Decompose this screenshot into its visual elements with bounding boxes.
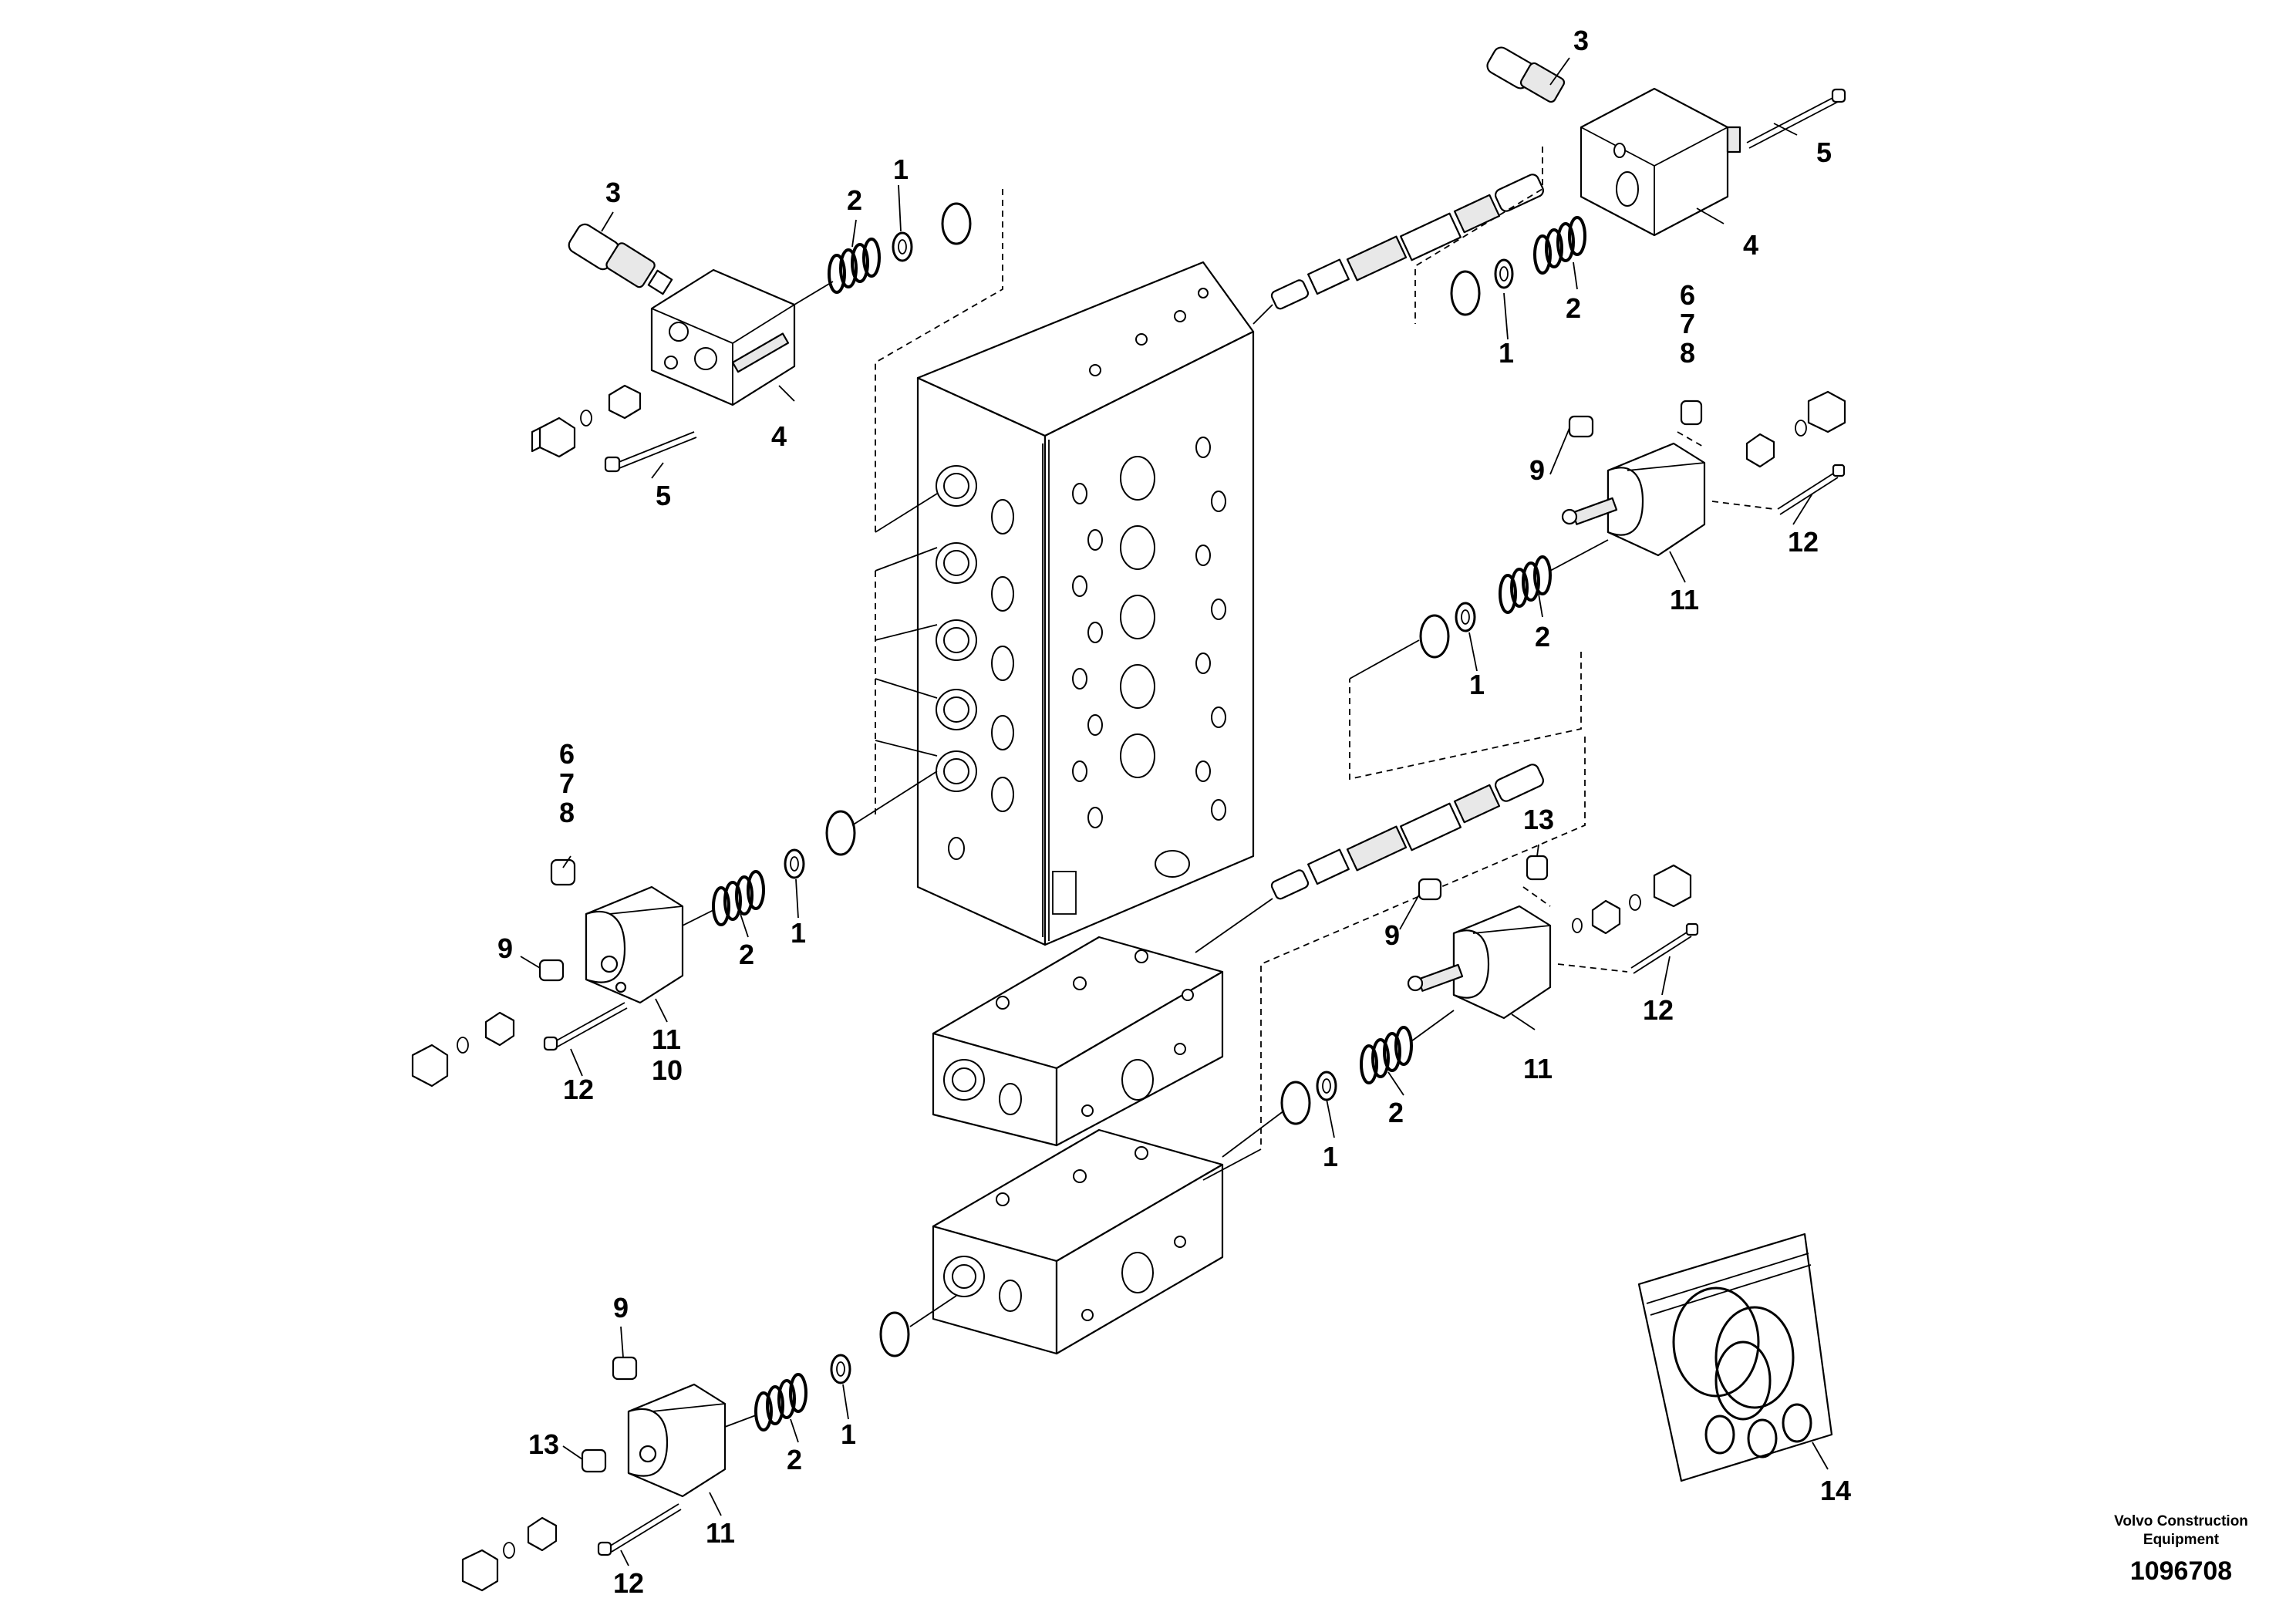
section-block-upper: [932, 936, 1224, 1147]
upper-right-cap-assembly: [1253, 46, 1846, 325]
callout-label: 2: [1535, 621, 1550, 653]
document-footer: Volvo Construction Equipment 1096708: [2114, 1513, 2248, 1586]
section-block-lower: [932, 1128, 1224, 1355]
callout-label: 9: [1384, 919, 1400, 951]
callout-label: 1: [893, 153, 909, 185]
upper-left-cap-assembly: [531, 189, 1003, 533]
callout-label: 3: [1573, 25, 1589, 56]
callout-label: 12: [1643, 994, 1674, 1026]
callout-label: 12: [613, 1567, 644, 1599]
brand-line-2: Equipment: [2143, 1532, 2220, 1548]
callout-label: 8: [559, 797, 575, 828]
seal-kit-bag: [1637, 1233, 1833, 1482]
callout-numbers: 3 2 1 4 5 3 5 4 2 1 6 7 8 9 12 11 2 1 6 …: [497, 25, 1851, 1599]
callout-label: 9: [1529, 454, 1545, 486]
callout-label: 11: [652, 1023, 681, 1055]
callout-label: 1: [791, 917, 806, 949]
callout-label: 12: [563, 1074, 594, 1105]
right-middle-cap-assembly: [1349, 390, 1846, 781]
brand-line-1: Volvo Construction: [2114, 1513, 2248, 1529]
callout-label: 13: [1523, 804, 1554, 835]
callout-label: 1: [841, 1418, 856, 1450]
callout-label: 5: [656, 480, 671, 511]
callout-label: 5: [1816, 137, 1832, 168]
document-number: 1096708: [2130, 1556, 2232, 1586]
lower-left-cap-assembly: [461, 1295, 957, 1592]
callout-label: 6: [559, 738, 575, 770]
callout-label: 1: [1469, 669, 1485, 700]
callout-label: 2: [1388, 1097, 1404, 1128]
callout-label: 9: [613, 1292, 629, 1324]
callout-label: 3: [605, 177, 621, 208]
callout-label: 7: [559, 767, 575, 799]
callout-label: 11: [1523, 1053, 1553, 1084]
callout-label: 4: [1743, 229, 1758, 261]
callout-label: 10: [652, 1054, 683, 1086]
callout-label: 7: [1680, 308, 1695, 339]
callout-leaders: [520, 57, 1813, 1566]
callout-label: 8: [1680, 337, 1695, 369]
left-middle-cap-assembly: [411, 547, 938, 1088]
callout-label: 1: [1499, 337, 1514, 369]
spool-upper: [1270, 174, 1544, 310]
callout-label: 2: [1566, 292, 1581, 324]
main-valve-block: [916, 261, 1255, 946]
callout-label: 2: [847, 184, 862, 216]
callout-label: 2: [739, 939, 754, 970]
callout-label: 9: [497, 932, 513, 964]
callout-label: 12: [1788, 526, 1819, 558]
callout-label: 2: [787, 1444, 802, 1475]
callout-label: 13: [528, 1428, 559, 1460]
callout-label: 11: [1670, 584, 1699, 615]
callout-label: 1: [1323, 1141, 1338, 1172]
spool-middle: [1195, 737, 1586, 1181]
callout-label: 11: [706, 1517, 735, 1549]
callout-label: 4: [771, 420, 787, 452]
right-lower-cap-assembly: [1222, 855, 1699, 1158]
callout-label: 6: [1680, 279, 1695, 311]
callout-label: 14: [1820, 1475, 1851, 1506]
